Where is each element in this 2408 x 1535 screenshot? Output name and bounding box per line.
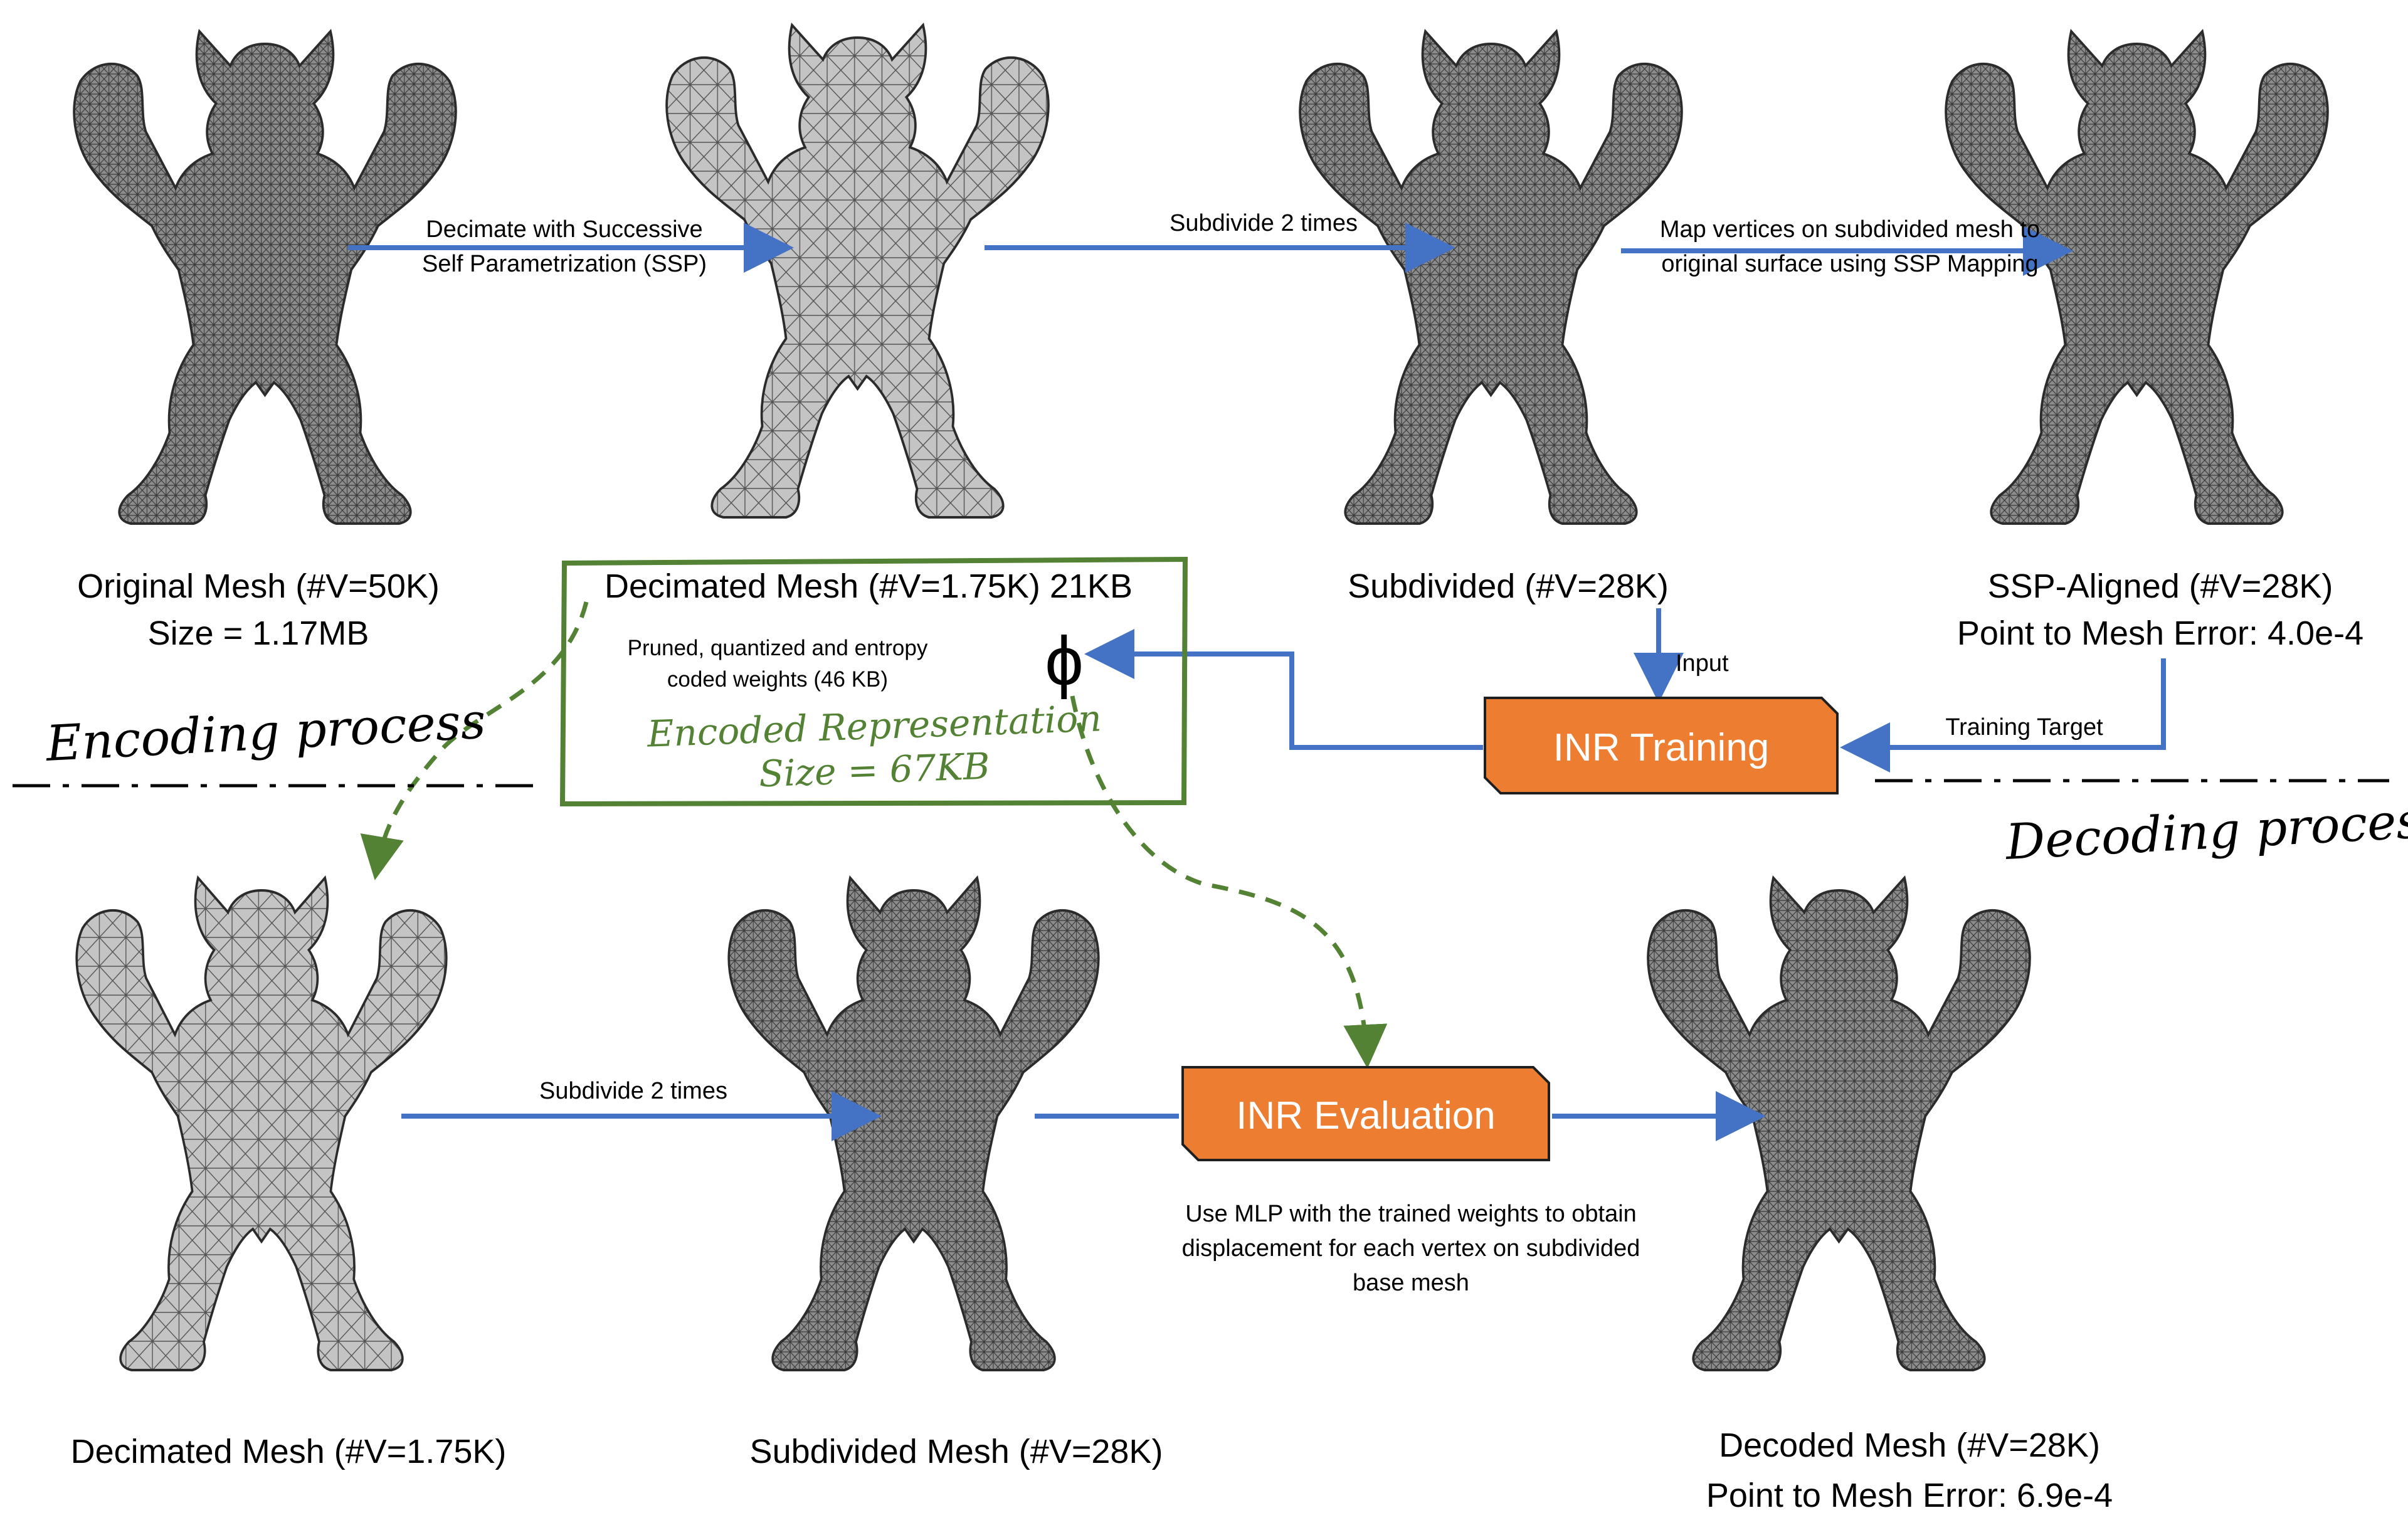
decoding-process-label: Decoding process bbox=[2003, 791, 2408, 871]
encoded-title: Encoded Representation bbox=[646, 697, 1102, 755]
caption-decimated-bottom: Decimated Mesh (#V=1.75K) bbox=[71, 1433, 507, 1470]
mesh-decoded bbox=[1647, 877, 2031, 1371]
label-decimate-1: Decimate with Successive bbox=[426, 216, 702, 243]
dashed-arrow-to-decimated bbox=[360, 601, 589, 880]
inr-evaluation-label: INR Evaluation bbox=[1236, 1094, 1496, 1137]
label-training-target: Training Target bbox=[1945, 714, 2103, 741]
caption-subdivided-bottom: Subdivided Mesh (#V=28K) bbox=[750, 1433, 1163, 1470]
caption-subdivided-top: Subdivided (#V=28K) bbox=[1348, 567, 1669, 605]
mlp-note-3: base mesh bbox=[1353, 1270, 1469, 1296]
label-decimate-2: Self Parametrization (SSP) bbox=[422, 251, 707, 277]
inr-training-label: INR Training bbox=[1553, 726, 1770, 769]
caption-original-1: Original Mesh (#V=50K) bbox=[77, 567, 440, 605]
encoded-representation-box: Pruned, quantized and entropy coded weig… bbox=[559, 556, 1188, 807]
mesh-subdivided-bottom bbox=[727, 877, 1100, 1371]
weights-note-1: Pruned, quantized and entropy bbox=[628, 636, 928, 660]
label-subdivide-top: Subdivide 2 times bbox=[1170, 210, 1358, 236]
label-map-vertices-1: Map vertices on subdivided mesh to bbox=[1660, 216, 2040, 243]
caption-decoded-1: Decoded Mesh (#V=28K) bbox=[1719, 1427, 2100, 1464]
caption-ssp-aligned-1: SSP-Aligned (#V=28K) bbox=[1988, 567, 2333, 605]
mesh-decimated-bottom bbox=[75, 877, 448, 1371]
dashed-arrow-to-evaluation bbox=[1070, 695, 1388, 1068]
phi-symbol: ϕ bbox=[1045, 623, 1084, 700]
encoded-size: Size = 67KB bbox=[758, 745, 991, 796]
caption-original-2: Size = 1.17MB bbox=[148, 615, 369, 652]
mlp-note-2: displacement for each vertex on subdivid… bbox=[1182, 1235, 1640, 1262]
caption-decimated-top: Decimated Mesh (#V=1.75K) 21KB bbox=[605, 567, 1133, 605]
encoding-process-label: Encoding process bbox=[43, 693, 487, 773]
inr-training-box: INR Training bbox=[1484, 697, 1839, 794]
label-subdivide-bottom: Subdivide 2 times bbox=[539, 1078, 727, 1104]
mesh-ssp-aligned bbox=[1945, 30, 2329, 525]
mesh-subdivided-top bbox=[1299, 30, 1683, 525]
inr-evaluation-box: INR Evaluation bbox=[1181, 1066, 1550, 1161]
caption-ssp-aligned-2: Point to Mesh Error: 4.0e-4 bbox=[1957, 615, 2363, 652]
mesh-decimated-top bbox=[665, 24, 1050, 519]
label-input: Input bbox=[1676, 650, 1729, 677]
mesh-original bbox=[73, 30, 457, 525]
caption-decoded-2: Point to Mesh Error: 6.9e-4 bbox=[1706, 1477, 2113, 1514]
label-map-vertices-2: original surface using SSP Mapping bbox=[1661, 251, 2038, 277]
mlp-note-1: Use MLP with the trained weights to obta… bbox=[1185, 1201, 1637, 1227]
weights-note-2: coded weights (46 KB) bbox=[667, 667, 888, 692]
arrow-training-to-phi bbox=[1084, 629, 1483, 750]
arrow-training-target bbox=[1840, 658, 2166, 773]
